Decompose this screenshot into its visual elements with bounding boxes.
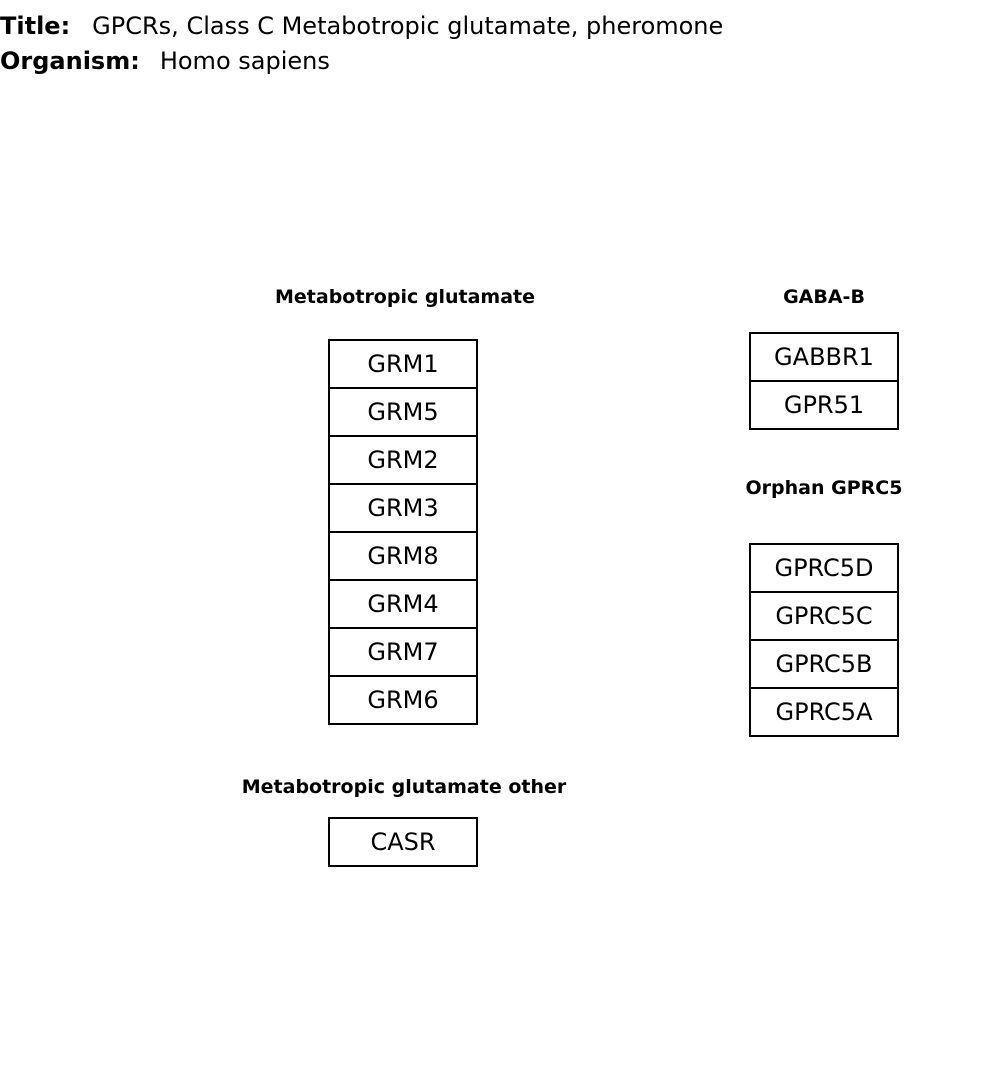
organism-key: Organism:	[0, 47, 140, 75]
group-label-orphan-gprc5: Orphan GPRC5	[745, 477, 903, 499]
title-key: Title:	[0, 12, 71, 40]
gene-box-gprc5a[interactable]: GPRC5A	[749, 687, 899, 737]
diagram-organism: Organism: Homo sapiens	[0, 47, 330, 75]
title-value: GPCRs, Class C Metabotropic glutamate, p…	[92, 12, 724, 40]
diagram-title: Title: GPCRs, Class C Metabotropic glutam…	[0, 12, 723, 40]
gene-box-grm5[interactable]: GRM5	[328, 387, 478, 437]
group-metabotropic-glutamate: GRM1 GRM5 GRM2 GRM3 GRM8 GRM4 GRM7 GRM6	[328, 339, 478, 725]
gene-box-grm4[interactable]: GRM4	[328, 579, 478, 629]
gene-box-grm8[interactable]: GRM8	[328, 531, 478, 581]
group-label-gaba-b: GABA-B	[783, 286, 865, 308]
gene-box-grm2[interactable]: GRM2	[328, 435, 478, 485]
group-label-metabotropic-glutamate: Metabotropic glutamate	[275, 286, 535, 308]
organism-value: Homo sapiens	[159, 47, 330, 75]
gene-box-grm6[interactable]: GRM6	[328, 675, 478, 725]
gene-box-gprc5c[interactable]: GPRC5C	[749, 591, 899, 641]
group-orphan-gprc5: GPRC5D GPRC5C GPRC5B GPRC5A	[749, 543, 899, 737]
gene-box-gabbr1[interactable]: GABBR1	[749, 332, 899, 382]
group-gaba-b: GABBR1 GPR51	[749, 332, 899, 430]
gene-box-casr[interactable]: CASR	[328, 817, 478, 867]
gene-box-grm1[interactable]: GRM1	[328, 339, 478, 389]
gene-box-gprc5b[interactable]: GPRC5B	[749, 639, 899, 689]
gene-box-gprc5d[interactable]: GPRC5D	[749, 543, 899, 593]
group-metabotropic-glutamate-other: CASR	[328, 817, 478, 867]
gene-box-grm3[interactable]: GRM3	[328, 483, 478, 533]
group-label-metabotropic-glutamate-other: Metabotropic glutamate other	[241, 776, 567, 798]
gene-box-gpr51[interactable]: GPR51	[749, 380, 899, 430]
gene-box-grm7[interactable]: GRM7	[328, 627, 478, 677]
